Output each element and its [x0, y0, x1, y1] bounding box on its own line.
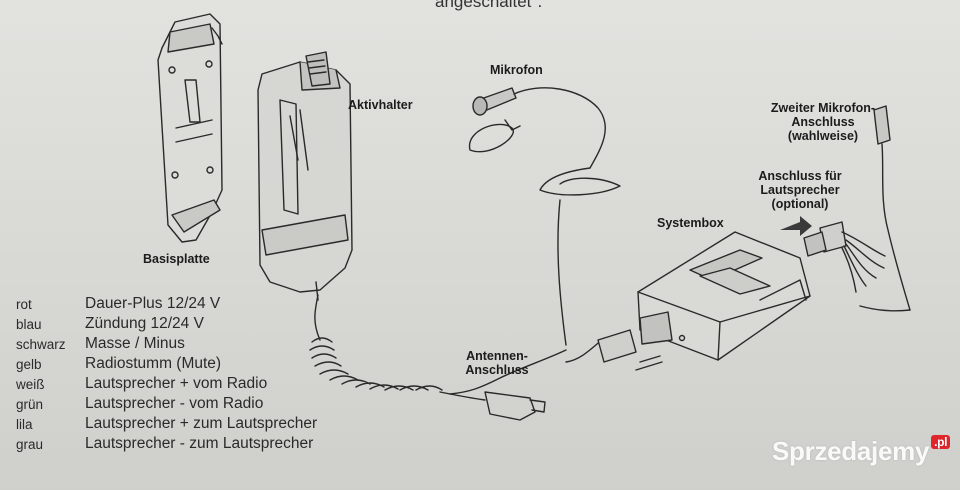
legend-desc: Lautsprecher + vom Radio	[85, 375, 268, 392]
legend-row: rot Dauer-Plus 12/24 V	[16, 294, 317, 314]
header-fragment: angeschaltet".	[435, 0, 543, 11]
active-holder-drawing	[257, 51, 353, 301]
base-plate-drawing	[157, 13, 223, 243]
label-systembox: Systembox	[657, 216, 724, 230]
legend-desc: Radiostumm (Mute)	[85, 355, 222, 372]
speaker-arrow-drawing	[780, 216, 812, 236]
label-zweiter-mikrofon-line2: Anschluss	[791, 115, 855, 129]
box-cables-drawing	[449, 105, 911, 395]
legend-color: gelb	[16, 356, 42, 372]
legend-color: grün	[16, 396, 44, 412]
legend-row: grau Lautsprecher - zum Lautsprecher	[16, 434, 317, 454]
legend-color: grau	[16, 436, 44, 452]
label-antennen-line2: Anschluss	[465, 363, 529, 377]
systembox-drawing	[637, 231, 811, 361]
label-anschluss-lautsprecher-line1: Anschluss für	[758, 169, 842, 183]
legend-row: gelb Radiostumm (Mute)	[16, 354, 317, 374]
wire-color-legend: rot Dauer-Plus 12/24 V blau Zündung 12/24 …	[16, 294, 317, 454]
legend-color: rot	[16, 296, 32, 312]
label-aktivhalter: Aktivhalter	[348, 98, 413, 112]
legend-desc: Lautsprecher - vom Radio	[85, 395, 264, 412]
legend-desc: Masse / Minus	[85, 335, 185, 352]
legend-color: schwarz	[16, 336, 66, 352]
legend-row: lila Lautsprecher + zum Lautsprecher	[16, 414, 317, 434]
label-mikrofon: Mikrofon	[490, 63, 543, 77]
legend-row: weiß Lautsprecher + vom Radio	[16, 374, 317, 394]
legend-desc: Dauer-Plus 12/24 V	[85, 295, 221, 312]
label-anschluss-lautsprecher-line3: (optional)	[771, 197, 829, 211]
label-basisplatte: Basisplatte	[143, 252, 210, 266]
coiled-cable-drawing	[309, 294, 546, 421]
legend-desc: Lautsprecher - zum Lautsprecher	[85, 435, 314, 452]
legend-color: blau	[16, 316, 42, 332]
legend-row: schwarz Masse / Minus	[16, 334, 317, 354]
label-anschluss-lautsprecher: Anschluss für Lautsprecher (optional)	[752, 169, 848, 211]
legend-row: blau Zündung 12/24 V	[16, 314, 317, 334]
label-zweiter-mikrofon-line1: Zweiter Mikrofon-	[770, 101, 876, 115]
label-zweiter-mikrofon: Zweiter Mikrofon- Anschluss (wahlweise)	[768, 101, 878, 143]
label-anschluss-lautsprecher-line2: Lautsprecher	[760, 183, 840, 197]
watermark-text: Sprzedajemy	[772, 436, 930, 466]
legend-row: grün Lautsprecher - vom Radio	[16, 394, 317, 414]
watermark-suffix: .pl	[931, 435, 951, 450]
legend-color: weiß	[16, 376, 45, 392]
microphone-drawing	[469, 87, 621, 346]
legend-desc: Zündung 12/24 V	[85, 315, 204, 332]
label-antennen-line1: Antennen-	[466, 349, 528, 363]
watermark-logo: Sprzedajemy.pl	[772, 435, 951, 467]
label-antennen-anschluss: Antennen- Anschluss	[460, 349, 534, 377]
label-zweiter-mikrofon-line3: (wahlweise)	[787, 129, 859, 143]
legend-color: lila	[16, 416, 33, 432]
legend-desc: Lautsprecher + zum Lautsprecher	[85, 415, 318, 432]
